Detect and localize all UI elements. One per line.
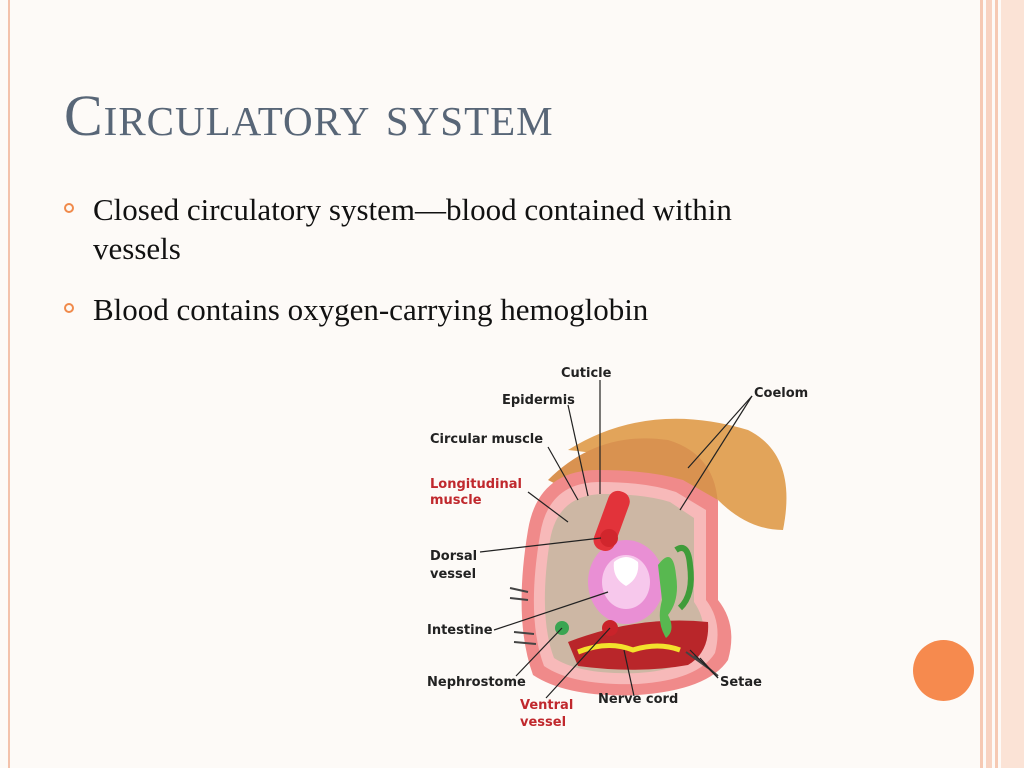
label-longitudinal-muscle: Longitudinal <box>430 477 522 492</box>
earthworm-cross-section-diagram: Cuticle Epidermis Circular muscle Longit… <box>427 366 808 730</box>
bullet-text: Closed circulatory system—blood containe… <box>93 192 732 266</box>
label-cuticle: Cuticle <box>561 366 612 381</box>
frame-line-left <box>8 0 10 768</box>
bullet-list: Closed circulatory system—blood containe… <box>64 190 824 351</box>
ring-bullet-icon <box>64 303 74 313</box>
label-circular-muscle: Circular muscle <box>430 432 543 447</box>
setae-bristles <box>509 587 719 677</box>
label-intestine: Intestine <box>427 623 493 638</box>
label-ventral-vessel: vessel <box>520 715 566 730</box>
frame-line-right <box>995 0 998 768</box>
label-nephrostome: Nephrostome <box>427 675 526 690</box>
label-dorsal-vessel: Dorsal <box>430 549 477 564</box>
bullet-item: Closed circulatory system—blood containe… <box>64 190 824 268</box>
frame-line-right <box>986 0 992 768</box>
frame-band-right <box>1001 0 1024 768</box>
nephridium-shape <box>658 557 677 638</box>
leader-lines <box>479 380 753 699</box>
label-epidermis: Epidermis <box>502 393 575 408</box>
frame-line-right <box>980 0 983 768</box>
slide-title: Circulatory system <box>64 83 554 148</box>
label-setae: Setae <box>720 675 762 690</box>
label-nerve-cord: Nerve cord <box>598 692 678 707</box>
ring-bullet-icon <box>64 203 74 213</box>
bullet-item: Blood contains oxygen-carrying hemoglobi… <box>64 290 824 329</box>
label-dorsal-vessel: vessel <box>430 567 476 582</box>
nerve-cord-shape <box>577 643 681 655</box>
decorative-circle <box>913 640 974 701</box>
bullet-text: Blood contains oxygen-carrying hemoglobi… <box>93 292 649 327</box>
typhlosole <box>613 557 639 586</box>
label-ventral-vessel: Ventral <box>520 698 573 713</box>
label-longitudinal-muscle: muscle <box>430 493 482 508</box>
label-coelom: Coelom <box>754 386 808 401</box>
nephridium-tube <box>674 544 694 611</box>
ventral-tissue <box>568 620 709 670</box>
dorsal-vessel-section <box>600 529 618 547</box>
